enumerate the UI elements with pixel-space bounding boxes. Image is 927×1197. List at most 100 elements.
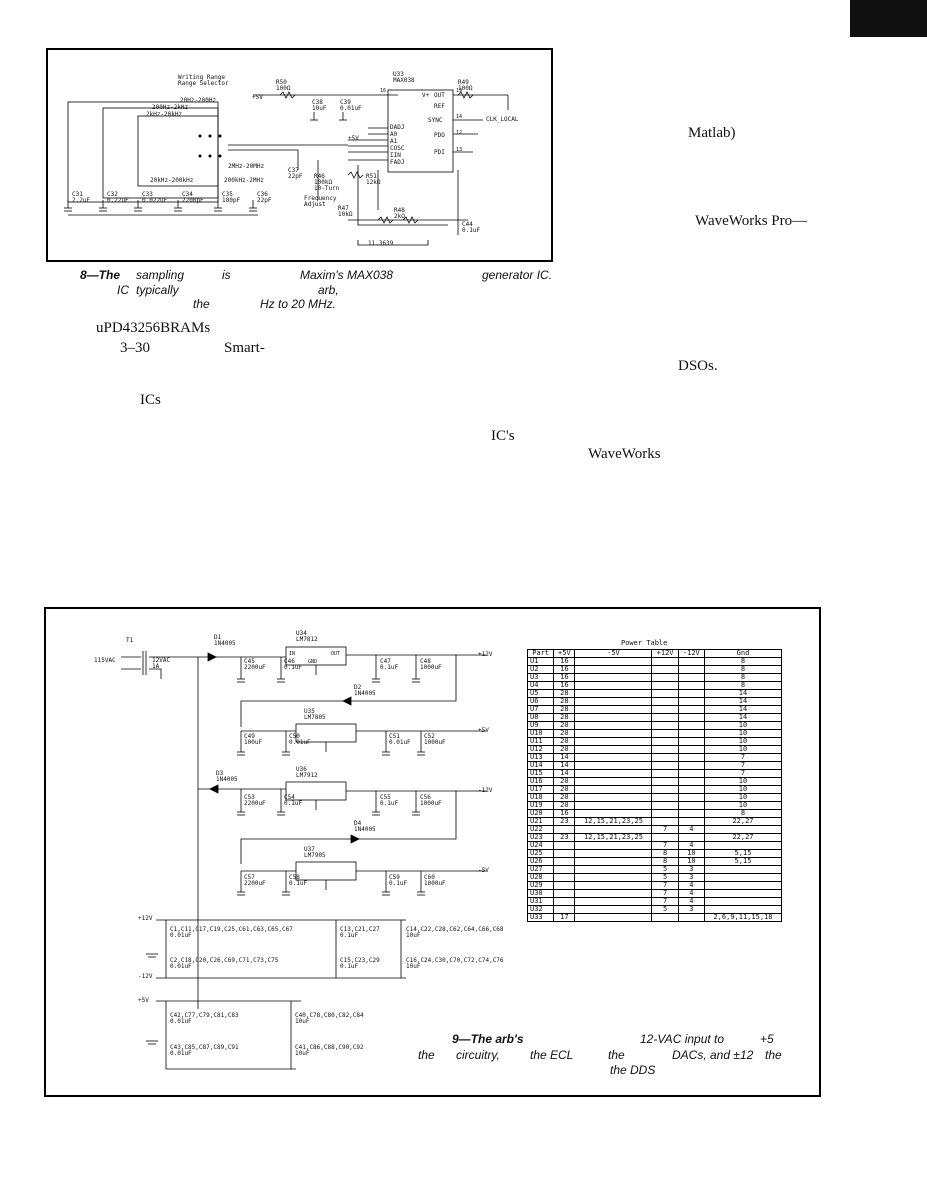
power-table-cell (651, 793, 679, 802)
c58-label: C58 0.1uF (289, 874, 308, 887)
power-table-cell (574, 737, 653, 746)
pin-ref-label: REF (434, 103, 445, 110)
power-table-cell (574, 729, 653, 738)
power-table-cell (574, 721, 653, 730)
power-table-cell (574, 657, 653, 666)
figure-8-schematic (64, 89, 509, 246)
fig9-caption-frag: 12-VAC input to (640, 1032, 725, 1046)
power-table-cell (677, 737, 705, 746)
c51-label: C51 0.01uF (389, 733, 411, 746)
power-table-cell (574, 793, 653, 802)
fig8-caption-frag: Hz to 20 MHz. (260, 297, 337, 311)
range-2mhz-label: 2MHz-20MHz (228, 163, 265, 170)
pin-iin-label: IIN (390, 152, 401, 159)
body-text-fragment: DSOs. (678, 358, 718, 374)
power-table-cell (574, 857, 653, 866)
fig9-caption-frag: DACs, and ±12 (672, 1048, 754, 1062)
figure-8-box: Writing Range Range Selector R50 100Ω +5… (46, 48, 553, 262)
power-table-cell: 3 (677, 905, 705, 914)
r48-label: R48 2kΩ (394, 207, 405, 220)
pin-sync-label: SYNC (428, 117, 443, 124)
fig9-caption-frag: the (418, 1048, 435, 1062)
u33-label: U33 MAX038 (393, 71, 415, 84)
power-table-cell (651, 753, 679, 762)
power-table-cell (651, 777, 679, 786)
power-table-cell (651, 673, 679, 682)
c56-label: C56 1000uF (420, 794, 442, 807)
body-text-fragment: ICs (140, 392, 161, 408)
power-table-cell (574, 745, 653, 754)
fig9-caption-frag: the (608, 1048, 625, 1062)
pin-fadj-label: FADJ (390, 159, 405, 166)
c47-label: C47 0.1uF (380, 658, 399, 671)
power-table-cell (574, 753, 653, 762)
clk-local-label: CLK_LOCAL (486, 116, 519, 123)
u34-label: U34 LM7812 (296, 630, 318, 643)
power-table-cell: 22,27 (703, 833, 783, 842)
c49-label: C49 100uF (244, 733, 263, 746)
power-table-cell (553, 881, 576, 890)
pin-12-label: 12 (456, 130, 463, 136)
fig9-caption-frag: +5 (760, 1032, 774, 1046)
power-table-cell (677, 809, 705, 818)
u36-label: U36 LM7912 (296, 766, 318, 779)
power-table-cell (677, 713, 705, 722)
power-table-cell (677, 785, 705, 794)
cap-bank-label: C1,C11,C17,C19,C25,C61,C63,C65,C67 0.01u… (170, 926, 293, 939)
c54-label: C54 0.1uF (284, 794, 303, 807)
power-table-cell (553, 889, 576, 898)
power-table-cell (651, 657, 679, 666)
body-text-fragment: IC's (491, 428, 515, 444)
power-table-cell (651, 665, 679, 674)
figure-9-schematic (121, 646, 486, 1070)
power-table-cell (553, 841, 576, 850)
power-table-cell (651, 769, 679, 778)
power-table-cell (651, 785, 679, 794)
power-table-cell (651, 705, 679, 714)
reg-gnd-label: GND (308, 659, 318, 665)
corner-tab (850, 0, 927, 37)
power-table-cell (574, 705, 653, 714)
u35-label: U35 LM7805 (304, 708, 326, 721)
power-table-cell (677, 729, 705, 738)
power-table-cell: 5,15 (703, 857, 783, 866)
plus5v-in-label: +5V (252, 94, 263, 101)
dimension-label: 11.3639 (368, 240, 394, 247)
power-table-cell (553, 873, 576, 882)
power-table-cell (651, 689, 679, 698)
reg-out-label: OUT (331, 651, 341, 657)
d1-label: D1 1N4005 (214, 634, 236, 647)
pin-19-label: 19 (456, 88, 463, 94)
rail-p5-label: +5V (138, 997, 149, 1004)
d4-label: D4 1N4005 (354, 820, 376, 833)
out-m5-label: -5V (478, 867, 489, 874)
pin-pdo-label: PDO (434, 132, 445, 139)
t1-label: T1 (126, 637, 134, 644)
fig9-caption-frag: the (765, 1048, 782, 1062)
range-selector-label: Writing Range Range Selector (178, 74, 229, 87)
frequency-adjust-label: Frequency Adjust (304, 195, 337, 208)
range-20hz-label: 20Hz-200Hz (180, 97, 217, 104)
pin-a0-label: A0 (390, 131, 398, 138)
power-table-cell: 12,15,21,23,25 (574, 817, 653, 826)
body-text-fragment: 3–30 (120, 340, 150, 356)
power-table-cell (651, 721, 679, 730)
pin-cosc-label: COSC (390, 145, 405, 152)
power-table-cell (651, 713, 679, 722)
c46-label: C46 0.1uF (284, 658, 303, 671)
c59-label: C59 0.1uF (389, 874, 408, 887)
power-table-cell (677, 697, 705, 706)
body-text-fragment: Matlab) (688, 125, 736, 141)
c55-label: C55 0.1uF (380, 794, 399, 807)
ac-in-label: 115VAC (94, 657, 116, 664)
fig8-caption-frag: the (193, 297, 210, 311)
power-table-cell (553, 865, 576, 874)
fig9-caption-frag: the DDS (610, 1063, 656, 1077)
power-table-cell (651, 737, 679, 746)
pin-13-label: 13 (456, 147, 463, 153)
